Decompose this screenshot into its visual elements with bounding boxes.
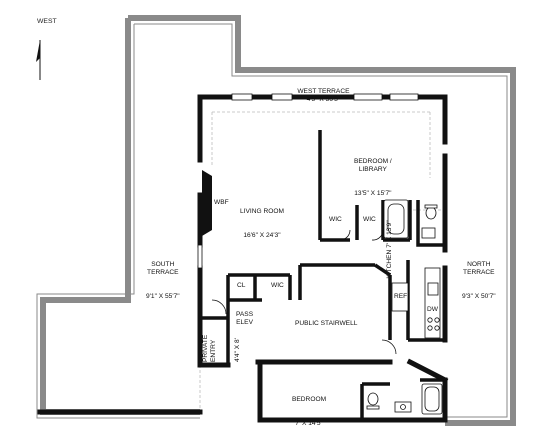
wic-label-3: WIC xyxy=(271,282,284,289)
private-entry-dims: 4'4" X 8' xyxy=(234,338,241,362)
public-stairwell-label: PUBLIC STAIRWELL xyxy=(295,320,358,327)
exterior-walls xyxy=(37,94,449,423)
wbf-label: WBF xyxy=(214,199,229,206)
dishwasher-label: DW xyxy=(427,306,438,313)
bedroom-name: BEDROOM xyxy=(292,396,327,403)
north-terrace-label: NORTH TERRACE 9'3" X 50'7" xyxy=(462,245,496,317)
windows xyxy=(197,93,419,269)
kitchen-label: KITCHEN 7' X 13'9" xyxy=(378,220,402,286)
pass-elevator-label: PASS ELEV xyxy=(236,311,254,326)
compass-label: WEST xyxy=(37,18,57,25)
bath-fixtures xyxy=(366,199,443,415)
interior-walls xyxy=(200,130,445,420)
bedroom-library-dims: 13'5" X 15'7" xyxy=(354,190,392,197)
fireplace xyxy=(202,170,212,236)
private-entry-label: PRIVATE ENTRY 4'4" X 8' xyxy=(186,335,258,362)
refrigerator-label: REF xyxy=(394,293,408,300)
wic-label-1: WIC xyxy=(329,216,342,223)
south-terrace-dims: 9'1" X 55'7" xyxy=(146,293,180,300)
kitchen-fixtures xyxy=(391,267,441,339)
west-terrace-dims: 4'5" X 36'3" xyxy=(306,96,341,103)
kitchen-name: KITCHEN 7' X 13'9" xyxy=(386,220,393,279)
bedroom-dims: 7' X 14'5" xyxy=(295,420,323,427)
west-terrace-name: WEST TERRACE xyxy=(297,88,350,95)
wic-label-2: WIC xyxy=(363,216,376,223)
closet-label: CL xyxy=(237,282,246,289)
living-room-name: LIVING ROOM xyxy=(240,208,284,215)
south-terrace-label: SOUTH TERRACE 9'1" X 55'7" xyxy=(146,245,180,317)
private-entry-name: PRIVATE ENTRY xyxy=(202,334,217,362)
bedroom-library-label: BEDROOM / LIBRARY 13'5" X 15'7" xyxy=(354,142,392,214)
north-terrace-name: NORTH TERRACE xyxy=(463,261,495,276)
terrace-inner-edge xyxy=(36,23,508,419)
living-room-label: LIVING ROOM 16'6" X 24'3" xyxy=(240,192,284,256)
south-terrace-name: SOUTH TERRACE xyxy=(147,261,179,276)
door-swings xyxy=(211,229,397,355)
compass-arrow xyxy=(36,40,41,80)
living-room-dims: 16'6" X 24'3" xyxy=(243,232,281,239)
bedroom-label: BEDROOM 7' X 14'5" xyxy=(292,380,326,444)
bedroom-library-name: BEDROOM / LIBRARY xyxy=(354,158,392,173)
north-terrace-dims: 9'3" X 50'7" xyxy=(462,293,496,300)
west-terrace-label: WEST TERRACE 4'5" X 36'3" xyxy=(290,80,349,112)
